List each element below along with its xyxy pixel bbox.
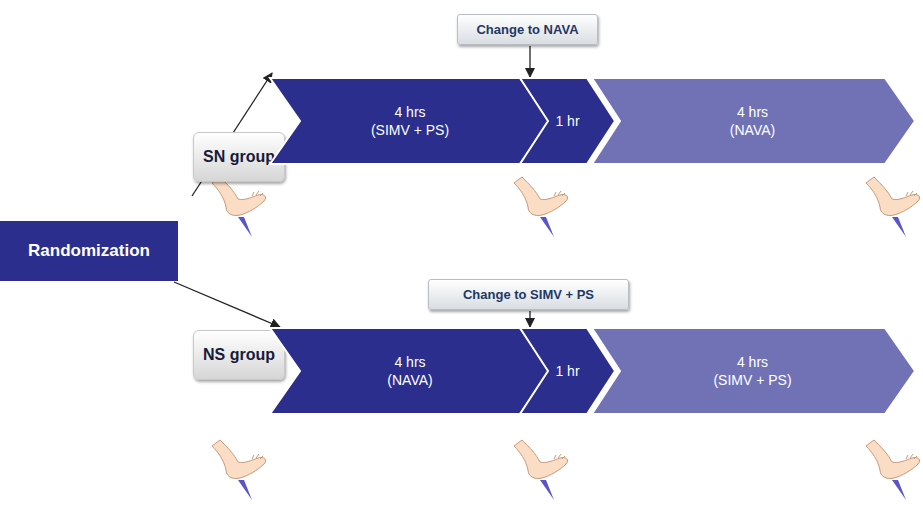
node-text: 1 hr — [555, 362, 579, 380]
node-text: 4 hrs — [394, 353, 425, 371]
node-text: Change to NAVA — [476, 22, 578, 37]
chevron-shape — [592, 328, 915, 414]
node-text: 4 hrs — [737, 103, 768, 121]
arrow-connector — [529, 311, 530, 327]
heel-prick — [514, 177, 568, 237]
chevron-shape — [592, 78, 915, 164]
node-text: (SIMV + PS) — [713, 371, 791, 389]
node-text: (SIMV + PS) — [371, 121, 449, 139]
node-text: 4 hrs — [394, 103, 425, 121]
callout-box: Change to NAVA — [457, 14, 598, 45]
phase-chevron: 4 hrs(SIMV + PS) — [592, 328, 915, 414]
randomization-box: Randomization — [0, 221, 178, 281]
arrow-connector — [529, 46, 530, 77]
heel-prick — [212, 177, 266, 237]
heel-prick — [866, 177, 920, 237]
node-text: SN group — [203, 148, 275, 166]
node-text: 1 hr — [555, 112, 579, 130]
chevron-fill — [270, 328, 550, 414]
chevron-fill — [592, 328, 915, 414]
phase-chevron: 4 hrs(NAVA) — [270, 328, 550, 414]
chevron-fill — [270, 78, 550, 164]
heel-prick — [866, 440, 920, 500]
node-text: (NAVA) — [387, 371, 432, 389]
phase-chevron: 4 hrs(SIMV + PS) — [270, 78, 550, 164]
chevron-fill — [592, 78, 915, 164]
chevron-shape — [270, 78, 550, 164]
phase-chevron: 4 hrs(NAVA) — [592, 78, 915, 164]
node-text: (NAVA) — [730, 121, 775, 139]
group-box: NS group — [193, 330, 285, 380]
node-text: Change to SIMV + PS — [463, 287, 594, 302]
node-text: Randomization — [28, 241, 150, 261]
heel-prick — [212, 440, 266, 500]
node-text: NS group — [203, 346, 275, 364]
group-box: SN group — [193, 132, 285, 182]
heel-prick — [514, 440, 568, 500]
node-text: 4 hrs — [737, 353, 768, 371]
callout-box: Change to SIMV + PS — [428, 279, 629, 310]
arrow-connector — [174, 282, 280, 327]
chevron-shape — [270, 328, 550, 414]
